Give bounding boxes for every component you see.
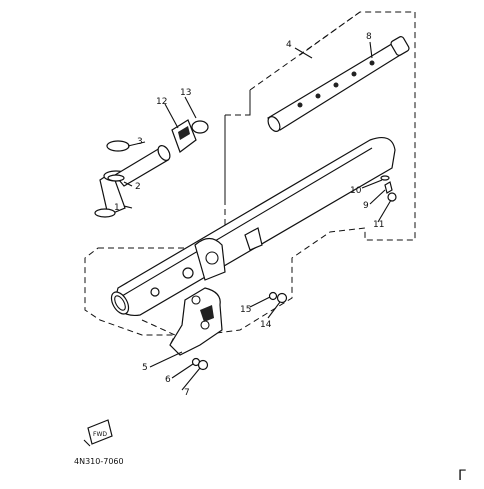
mounting-stay — [169, 287, 223, 356]
bolt-9 — [384, 181, 393, 194]
joint-and-clamp — [171, 119, 209, 153]
callout-12: 12 — [156, 97, 167, 107]
callout-6: 6 — [165, 375, 171, 385]
nut-14 — [276, 292, 288, 304]
callout-2: 2 — [135, 182, 141, 192]
gasket — [106, 140, 130, 152]
callout-8: 8 — [366, 32, 372, 42]
silencer-pipe — [267, 36, 410, 132]
callout-13: 13 — [180, 88, 191, 98]
callout-3: 3 — [137, 137, 143, 147]
corner-mark: Γ — [458, 468, 466, 484]
callout-4: 4 — [286, 40, 292, 50]
callout-10: 10 — [350, 186, 362, 196]
callout-5: 5 — [142, 363, 148, 373]
callout-9: 9 — [363, 201, 369, 211]
washer-15 — [268, 291, 278, 301]
callout-15: 15 — [240, 305, 251, 315]
exhaust-pipe — [94, 145, 171, 218]
callout-7: 7 — [184, 388, 190, 398]
stay-boundary — [141, 319, 176, 346]
nut-11 — [387, 192, 397, 202]
fwd-label: FWD — [93, 431, 107, 438]
muffler-body — [110, 137, 396, 317]
fwd-indicator: FWD — [83, 419, 113, 447]
nut-7 — [197, 359, 209, 371]
callout-11: 11 — [373, 220, 384, 230]
silencer-assembly-boundary — [249, 11, 416, 115]
drawing-number: 4N310-7060 — [74, 457, 124, 466]
callout-14: 14 — [260, 320, 272, 330]
flange — [107, 174, 125, 182]
leader-lines — [123, 41, 392, 391]
callout-1: 1 — [114, 203, 120, 213]
washer-10 — [380, 175, 390, 181]
